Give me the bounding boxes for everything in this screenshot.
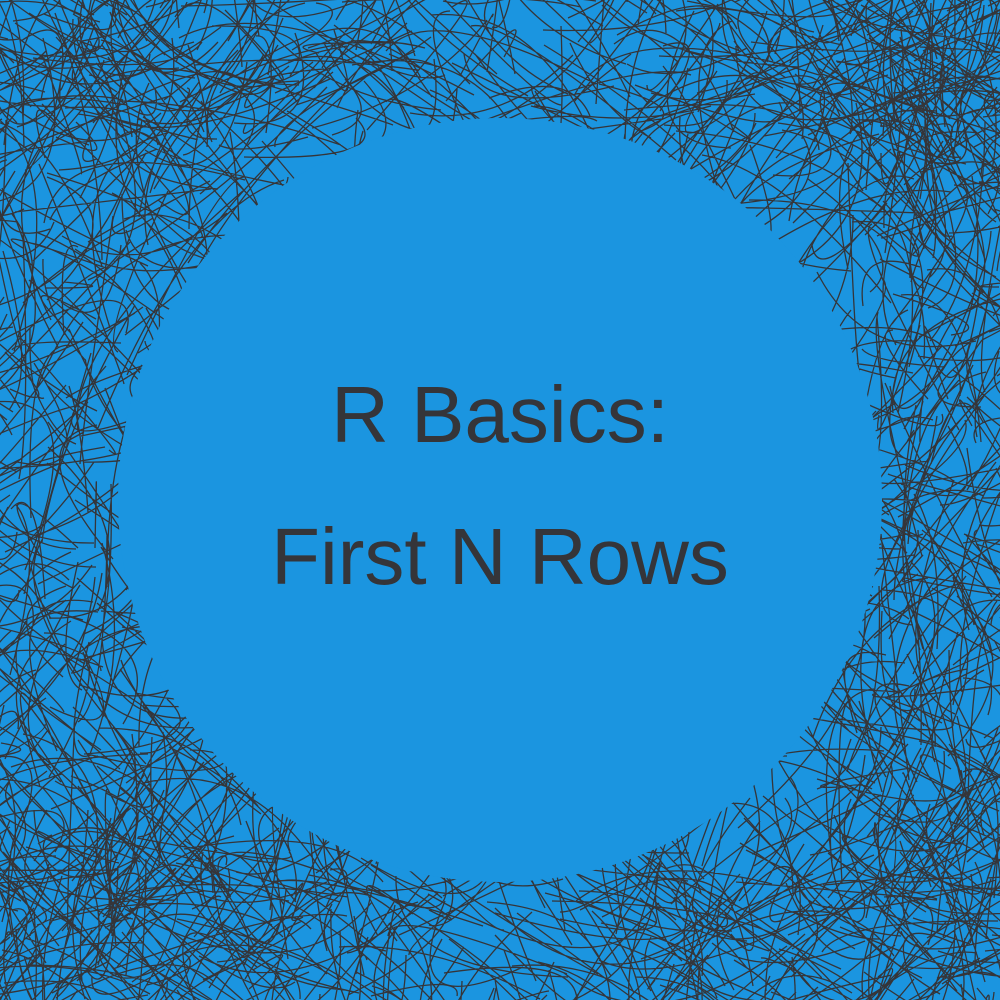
center-circle: R Basics: First N Rows bbox=[118, 118, 882, 882]
title-line-2: First N Rows bbox=[271, 512, 729, 601]
title-line-1: R Basics: bbox=[331, 370, 669, 459]
